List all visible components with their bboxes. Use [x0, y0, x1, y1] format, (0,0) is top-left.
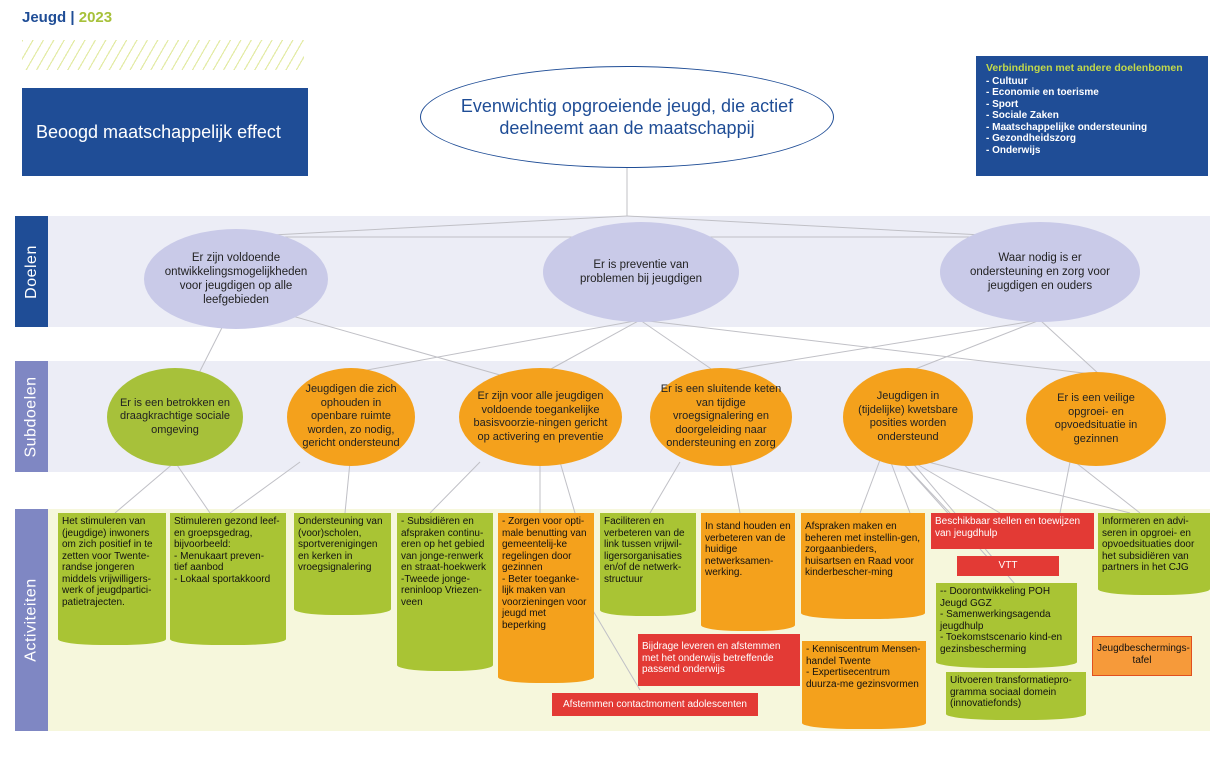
header-year: 2023 [78, 9, 113, 26]
legend-item: - Gezondheidszorg [986, 133, 1076, 144]
activity-jeugdbeschermingstafel: Jeugdbeschermings-tafel [1092, 636, 1192, 676]
subgoal-social-environment: Er is een betrokken en draagkrachtige so… [107, 368, 243, 466]
activity-expertise-centres: - Kenniscentrum Mensen-handel Twente - E… [802, 641, 926, 729]
activity-volunteer-link: Faciliteren en verbeteren van de link tu… [600, 513, 696, 616]
legend-item: - Onderwijs [986, 144, 1041, 156]
activity-municipal-schemes: - Zorgen voor opti-male benutting van ge… [498, 513, 594, 683]
subgoal-basic-facilities: Er zijn voor alle jeugdigen voldoende to… [459, 368, 622, 466]
main-effect-ellipse: Evenwichtig opgroeiende jeugd, die actie… [420, 66, 834, 168]
subgoal-public-space: Jeugdigen die zich ophouden in openbare … [287, 368, 415, 466]
header-label: Jeugd [22, 9, 67, 26]
activity-healthy-behaviour: Stimuleren gezond leef- en groepsgedrag,… [170, 513, 286, 645]
hatch-decoration [22, 40, 304, 70]
activity-youth-work: - Subsidiëren en afspraken continu-eren … [397, 513, 493, 671]
subgoal-safe-family: Er is een veilige opgroei- en opvoedsitu… [1026, 372, 1166, 466]
legend-item: - Cultuur [986, 75, 1028, 87]
tab-subdoelen: Subdoelen [15, 361, 48, 472]
goal-support-care: Waar nodig is er ondersteuning en zorg v… [940, 222, 1140, 322]
legend-title: Verbindingen met andere doelenbomen [986, 62, 1183, 74]
activity-poh-ggz: -- Doorontwikkeling POH Jeugd GGZ - Same… [936, 583, 1077, 668]
activity-agreements-institutions: Afspraken maken en beheren met instellin… [801, 513, 925, 619]
legend-item: - Maatschappelijke ondersteuning [986, 121, 1148, 133]
activity-passend-onderwijs: Bijdrage leveren en afstemmen met het on… [638, 634, 800, 686]
activity-transformation-programme: Uitvoeren transformatiepro-gramma sociaa… [946, 672, 1086, 720]
header-separator: | [70, 9, 75, 26]
legend-item: - Sport [986, 98, 1019, 110]
activity-schools-support: Ondersteuning van (voor)scholen, sportve… [294, 513, 391, 615]
activity-vtt: VTT [957, 556, 1059, 576]
page-header: Jeugd | 2023 [22, 9, 112, 26]
legend-item: - Sociale Zaken [986, 110, 1059, 121]
goal-prevention: Er is preventie van problemen bij jeugdi… [543, 222, 739, 322]
subgoal-early-signaling: Er is een sluitende keten van tijdige vr… [650, 368, 792, 466]
activity-network-cooperation: In stand houden en verbeteren van de hui… [701, 513, 795, 631]
activity-contactmoment: Afstemmen contactmoment adolescenten [552, 693, 758, 716]
activity-youth-care: Beschikbaar stellen en toewijzen van jeu… [931, 513, 1094, 549]
legend-item: - Economie en toerisme [986, 87, 1099, 98]
effect-label-box: Beoogd maatschappelijk effect [22, 88, 308, 176]
activity-inform-advise: Informeren en advi-seren in opgroei- en … [1098, 513, 1210, 595]
tab-doelen: Doelen [15, 216, 48, 327]
legend-box: Verbindingen met andere doelenbomen - Cu… [976, 56, 1208, 176]
goal-development: Er zijn voldoende ontwikkelingsmogelijkh… [144, 229, 328, 329]
subgoal-vulnerable-youth: Jeugdigen in (tijdelijke) kwetsbare posi… [843, 368, 973, 466]
activity-volunteer-youth: Het stimuleren van (jeugdige) inwoners o… [58, 513, 166, 645]
tab-activiteiten: Activiteiten [15, 509, 48, 731]
